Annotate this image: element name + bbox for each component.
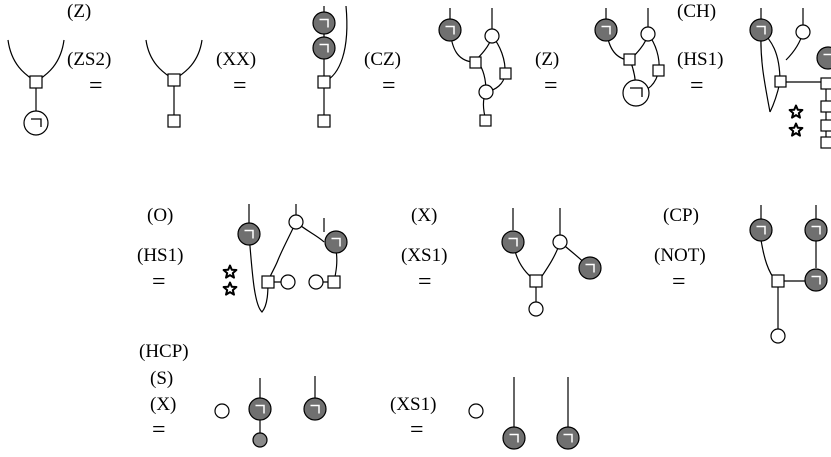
diagram-row3-1 [214,376,327,448]
equals-sign: = [690,73,704,99]
rule-label: (XX) [216,49,256,70]
rule-label: (HCP) [139,341,189,362]
rule-label: (NOT) [654,245,706,266]
diagram-row1-5 [594,8,665,107]
equals-sign: = [152,269,166,295]
rule-label: (X) [411,205,437,226]
rule-label: (HS1) [137,245,183,266]
rule-label: (S) [150,368,173,389]
equals-sign: = [672,269,686,295]
star-icon [222,264,238,279]
negated-white-node [23,110,49,136]
diagram-row1-3 [312,5,348,128]
diagram-row2-1 [222,204,348,313]
rule-label: (O) [147,205,173,226]
rule-label: (Z) [535,49,559,70]
star-icon [788,122,804,137]
diagram-row1-4 [438,8,512,127]
equals-sign: = [410,417,424,443]
negated-white-node [622,79,650,107]
equals-sign: = [544,73,558,99]
equals-sign: = [152,417,166,443]
diagram-row1-2 [145,39,203,128]
rule-label: (CZ) [364,49,401,70]
rule-label: (XS1) [390,394,436,415]
equals-sign: = [418,269,432,295]
diagram-row1-1 [7,39,65,136]
rule-label: (ZS2) [67,49,111,70]
rule-label: (HS1) [677,49,723,70]
rule-label: (X) [150,394,176,415]
rule-label: (CH) [677,1,716,22]
rule-label: (CP) [663,205,699,226]
star-icon [222,281,238,296]
equals-sign: = [89,73,103,99]
diagram-row2-2 [501,208,602,317]
rule-label: (Z) [67,1,91,22]
diagram-row1-6 [749,8,831,149]
diagram-row3-2 [468,377,580,450]
rule-label: (XS1) [401,245,447,266]
diagram-row2-3 [749,205,828,344]
equals-sign: = [382,73,396,99]
equals-sign: = [233,73,247,99]
star-icon [788,104,804,119]
